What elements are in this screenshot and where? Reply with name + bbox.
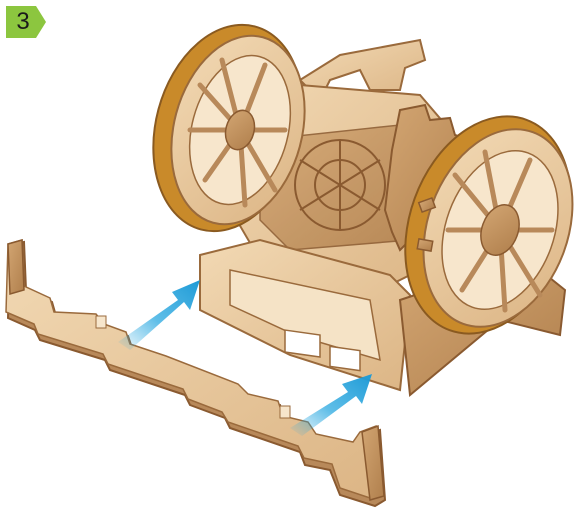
insert-arrow-left xyxy=(118,280,200,350)
step-number: 3 xyxy=(12,8,34,36)
step-badge: 3 xyxy=(6,6,46,38)
insert-arrow-right xyxy=(290,374,372,436)
